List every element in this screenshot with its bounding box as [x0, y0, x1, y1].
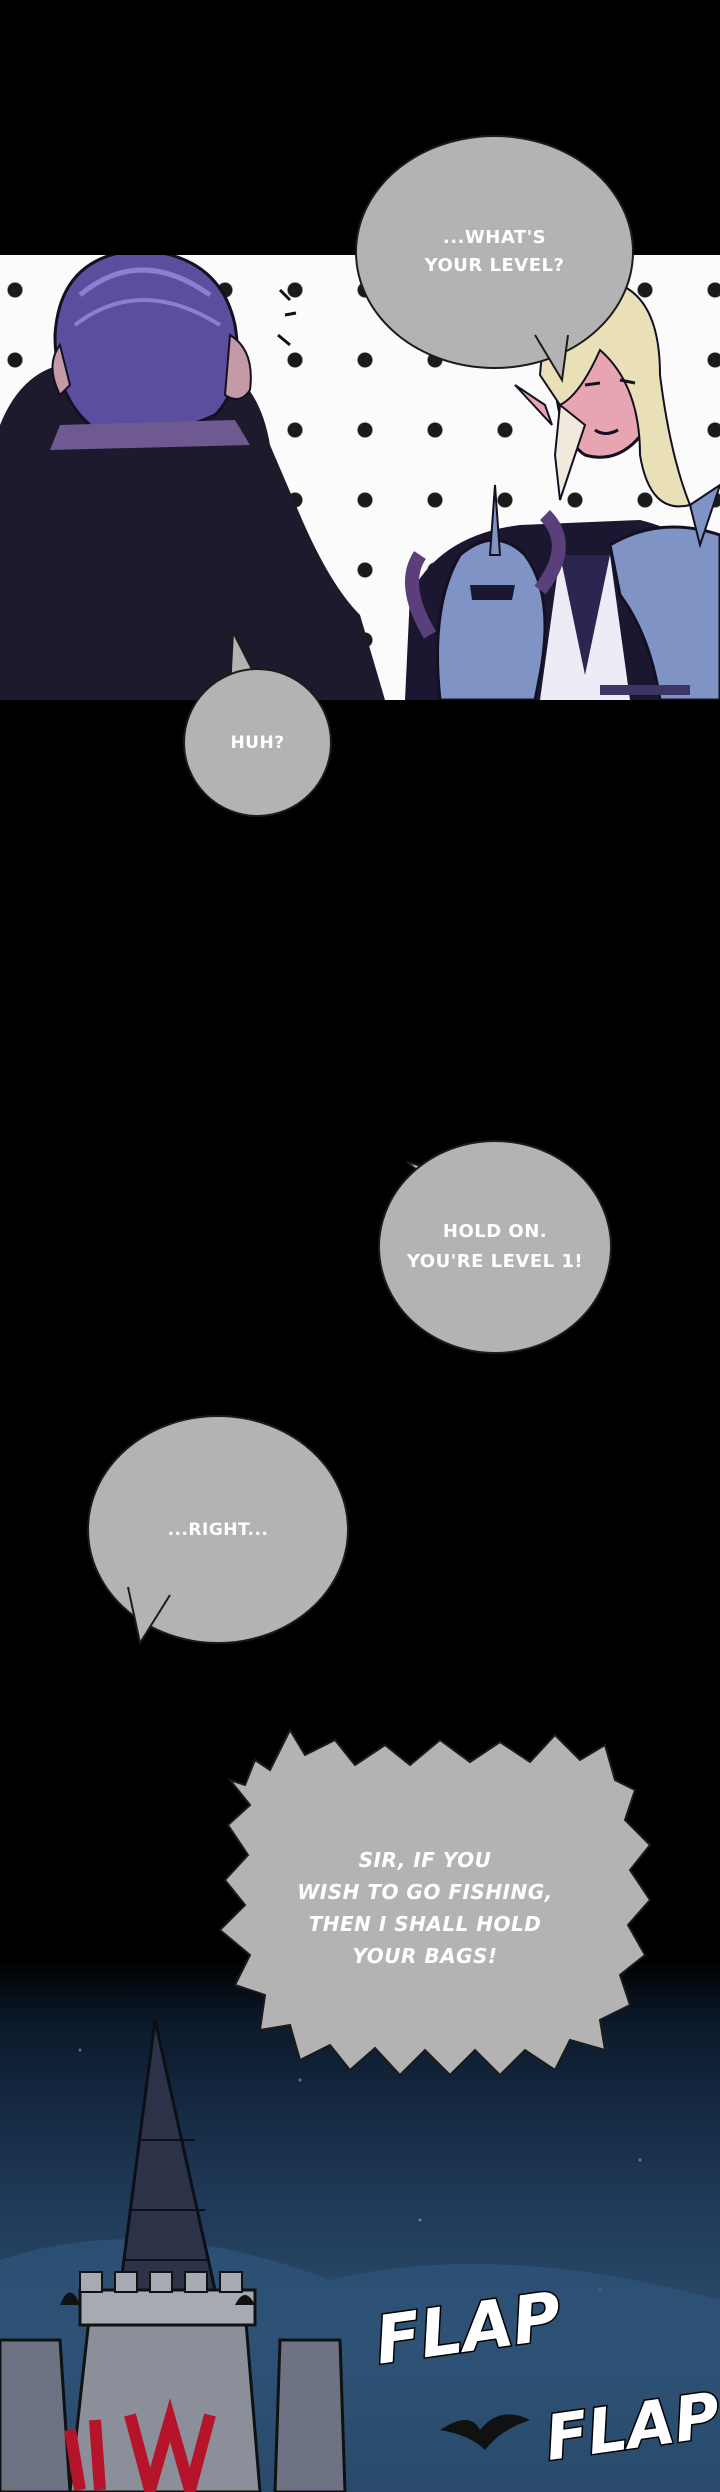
bubble-text: ...WHAT'S YOUR LEVEL?: [424, 227, 565, 276]
bubble-tail: [534, 330, 569, 383]
old-man-figure: [0, 255, 385, 700]
characters-illustration: [0, 255, 720, 700]
bubble-text: ...RIGHT...: [167, 1519, 269, 1540]
speech-bubble-right: ...RIGHT...: [87, 1415, 349, 1644]
bubble-text: SIR, IF YOU WISH TO GO FISHING, THEN I S…: [297, 1847, 553, 1968]
speech-bubble-huh: HUH?: [183, 668, 332, 817]
speech-bubble-hold-on: HOLD ON. YOU'RE LEVEL 1!: [378, 1140, 612, 1354]
bubble-text: HOLD ON. YOU'RE LEVEL 1!: [406, 1221, 584, 1272]
shout-bubble-text-wrap: SIR, IF YOU WISH TO GO FISHING, THEN I S…: [275, 1845, 575, 1970]
bubble-tail: [127, 1586, 171, 1645]
bubble-text: HUH?: [230, 732, 285, 753]
comic-panel-confrontation: [0, 255, 720, 700]
castle-illustration: [0, 2019, 720, 2492]
shout-bubble-fishing: [218, 1727, 652, 2077]
speech-bubble-whats-your-level: ...WHAT'S YOUR LEVEL?: [355, 135, 634, 369]
